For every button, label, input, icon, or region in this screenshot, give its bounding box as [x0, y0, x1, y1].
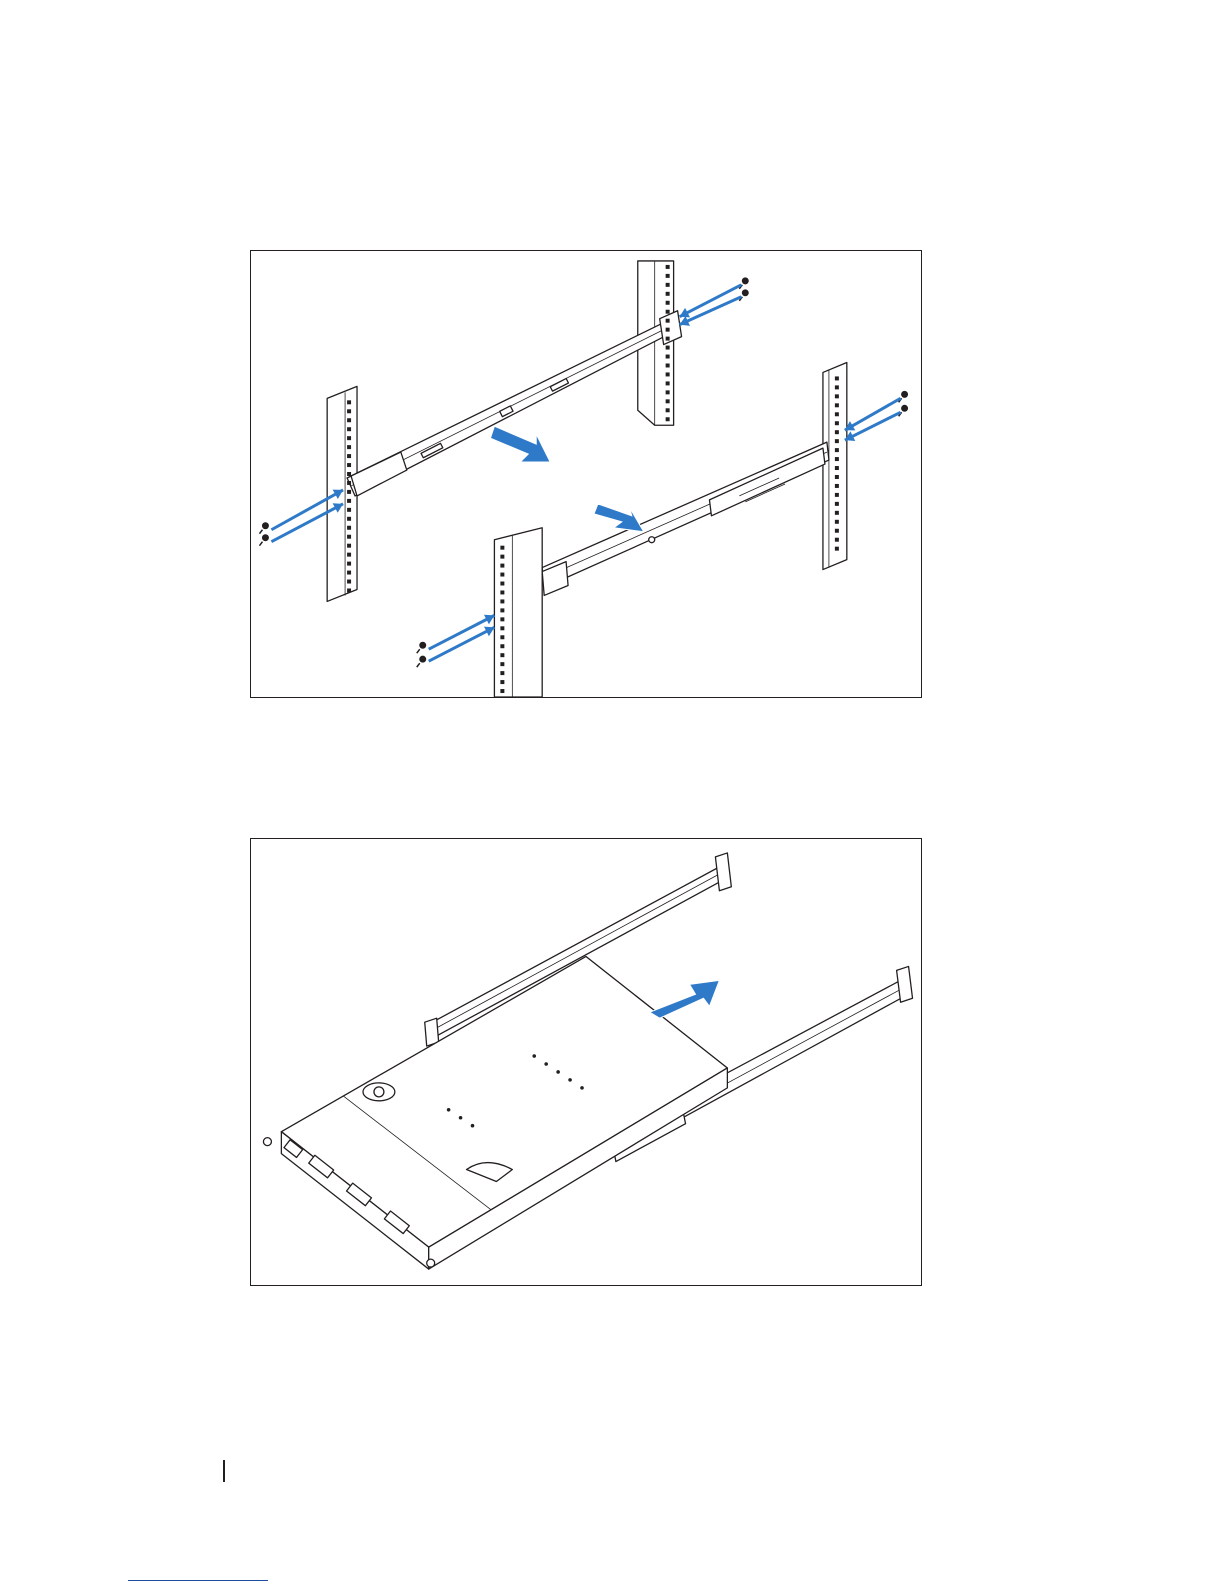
slide-in-arrow	[650, 980, 720, 1018]
lower-rail	[542, 442, 829, 595]
rail-installation-figure	[250, 250, 922, 698]
server-slide-in-illustration	[251, 839, 921, 1285]
front-rack-post-left	[327, 386, 357, 601]
rail-installation-illustration	[251, 251, 921, 697]
server-slide-in-figure	[250, 838, 922, 1286]
server-chassis	[281, 956, 727, 1269]
footer-link-underline[interactable]	[128, 1580, 268, 1581]
page-margin-rule	[223, 1460, 225, 1482]
upper-rail	[347, 311, 682, 496]
